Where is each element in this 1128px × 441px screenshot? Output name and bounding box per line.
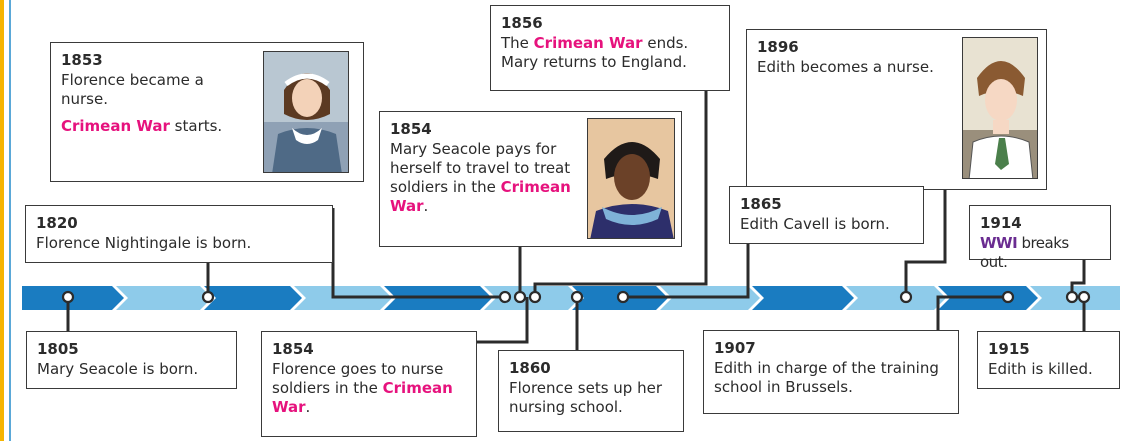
left-rule-line bbox=[9, 0, 11, 441]
band-segment bbox=[204, 286, 302, 310]
event-card-1805: 1805 Mary Seacole is born. bbox=[26, 331, 237, 389]
event-year: 1865 bbox=[740, 195, 782, 213]
event-year: 1907 bbox=[714, 339, 756, 357]
event-year: 1854 bbox=[390, 120, 432, 138]
connector-1856 bbox=[533, 90, 708, 297]
band-segment bbox=[752, 286, 854, 310]
event-card-1856: 1856 The Crimean War ends. Mary returns … bbox=[490, 5, 730, 91]
event-card-1860: 1860 Florence sets up her nursing school… bbox=[498, 350, 684, 432]
event-text: Florence sets up her nursing school. bbox=[509, 379, 662, 416]
highlight-text: Crimean War bbox=[61, 117, 170, 135]
marker-1860 bbox=[570, 290, 584, 304]
event-text: Mary returns to England. bbox=[501, 53, 687, 71]
event-text: Edith is killed. bbox=[988, 360, 1093, 378]
event-text: WWI breaks out. bbox=[980, 234, 1069, 271]
event-year: 1914 bbox=[980, 214, 1022, 232]
marker-1856 bbox=[528, 290, 542, 304]
event-year: 1854 bbox=[272, 340, 314, 358]
marker-1914 bbox=[1065, 290, 1079, 304]
event-text: Crimean War starts. bbox=[61, 117, 223, 135]
mary-seacole-portrait bbox=[587, 118, 675, 239]
event-text: Florence goes to nurse soldiers in the C… bbox=[272, 360, 453, 416]
connector-1854b bbox=[476, 297, 529, 344]
event-year: 1915 bbox=[988, 340, 1030, 358]
event-card-1915: 1915 Edith is killed. bbox=[977, 331, 1120, 389]
event-year: 1856 bbox=[501, 14, 543, 32]
event-text: Edith becomes a nurse. bbox=[757, 58, 934, 76]
marker-1820 bbox=[201, 290, 215, 304]
event-text: Mary Seacole is born. bbox=[37, 360, 199, 378]
connector-1896 bbox=[904, 188, 947, 297]
event-card-1820: 1820 Florence Nightingale is born. bbox=[25, 205, 333, 263]
marker-1853 bbox=[498, 290, 512, 304]
event-year: 1820 bbox=[36, 214, 78, 232]
event-year: 1860 bbox=[509, 359, 551, 377]
florence-nightingale-portrait bbox=[263, 51, 349, 173]
event-year: 1805 bbox=[37, 340, 79, 358]
marker-1854b bbox=[513, 290, 527, 304]
event-text: Mary Seacole pays for herself to travel … bbox=[390, 140, 571, 215]
band-segment bbox=[846, 286, 946, 310]
connector-1914 bbox=[1070, 240, 1086, 297]
marker-1915 bbox=[1077, 290, 1091, 304]
highlight-text: Crimean War bbox=[390, 178, 571, 215]
event-text: Edith Cavell is born. bbox=[740, 215, 890, 233]
marker-1865 bbox=[616, 290, 630, 304]
connector-1865 bbox=[623, 244, 750, 299]
event-year: 1853 bbox=[61, 51, 103, 69]
left-accent-bar bbox=[0, 0, 4, 441]
connector-lines bbox=[66, 90, 1086, 350]
connector-1853 bbox=[331, 208, 505, 299]
event-text: Florence became a nurse. bbox=[61, 71, 204, 108]
event-card-1854-florence: 1854 Florence goes to nurse soldiers in … bbox=[261, 331, 477, 437]
highlight-text: Crimean War bbox=[272, 379, 453, 416]
highlight-text: Crimean War bbox=[533, 34, 643, 52]
edith-cavell-portrait bbox=[962, 37, 1038, 179]
marker-1907 bbox=[1001, 290, 1015, 304]
event-card-1914: 1914 WWI breaks out. bbox=[969, 205, 1111, 271]
marker-1805 bbox=[61, 290, 75, 304]
highlight-text: WWI bbox=[980, 234, 1018, 252]
event-text: The Crimean War ends. bbox=[501, 34, 689, 52]
event-text: Edith in charge of the training school i… bbox=[714, 359, 939, 396]
event-text: Florence Nightingale is born. bbox=[36, 234, 252, 252]
band-segment bbox=[116, 286, 212, 310]
event-year: 1896 bbox=[757, 38, 799, 56]
event-card-1865: 1865 Edith Cavell is born. bbox=[729, 186, 924, 244]
event-card-1907: 1907 Edith in charge of the training sch… bbox=[703, 330, 959, 414]
marker-1896 bbox=[899, 290, 913, 304]
timeline-markers bbox=[61, 290, 1091, 304]
